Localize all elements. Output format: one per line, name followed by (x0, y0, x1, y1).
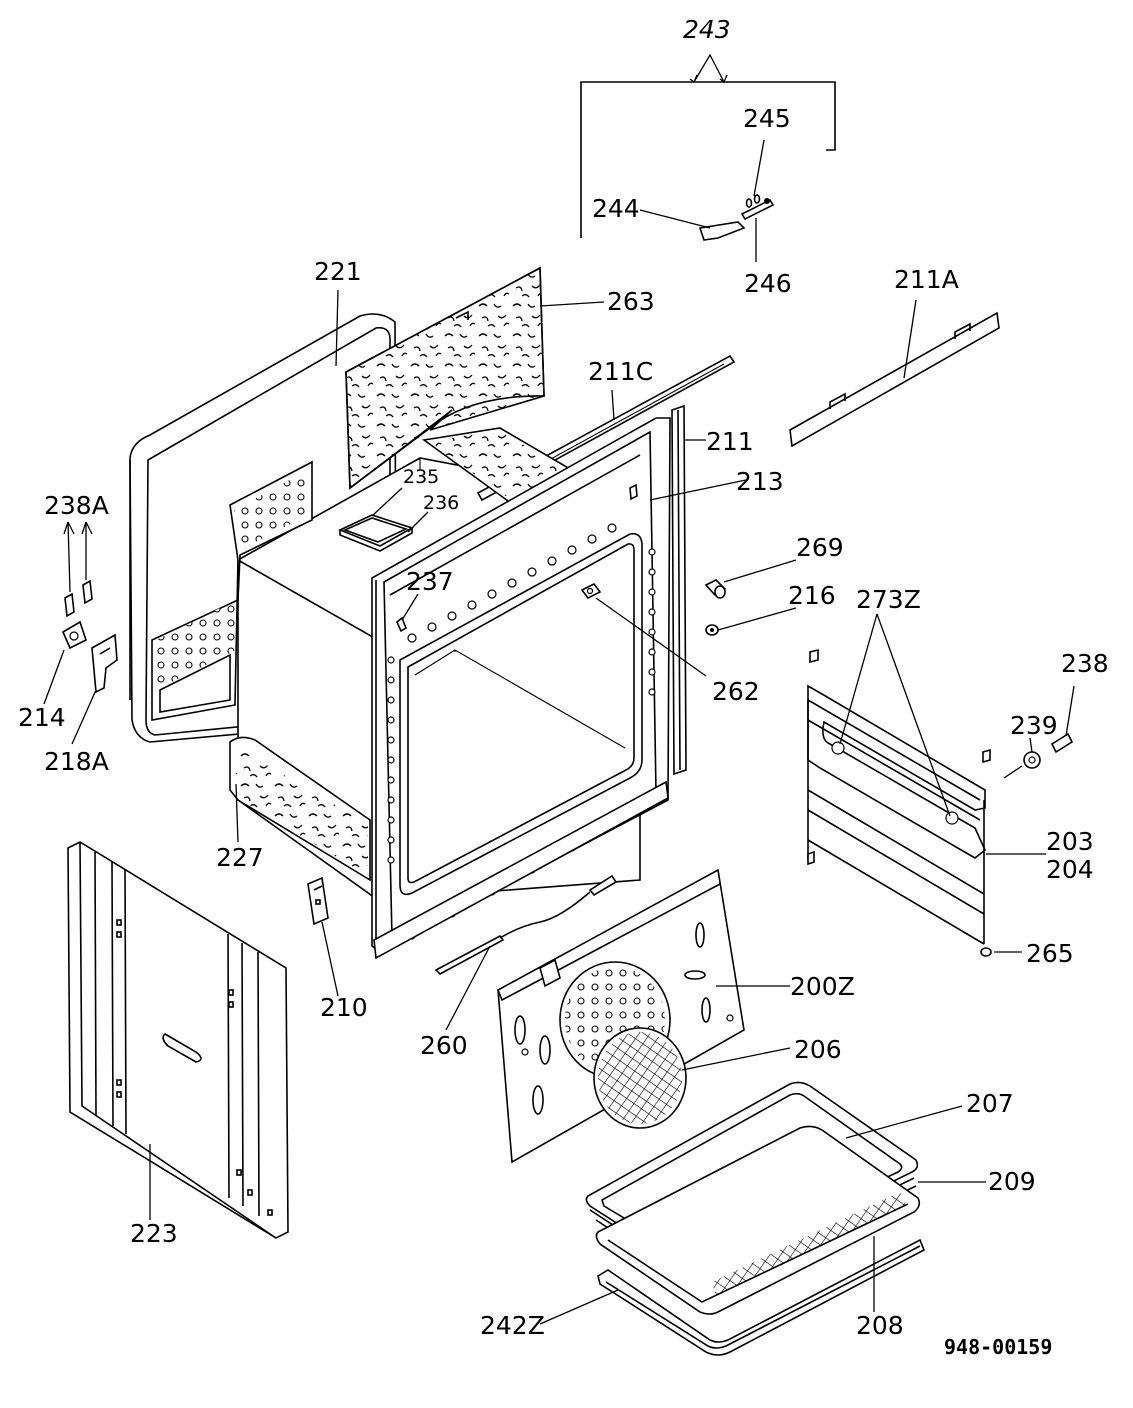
frame-clip (629, 483, 638, 501)
label-239: 239 (1010, 711, 1058, 740)
label-242Z: 242Z (480, 1311, 545, 1340)
label-211: 211 (706, 427, 754, 456)
frame-holes-right (648, 548, 656, 696)
part-216-fastener (705, 624, 719, 636)
label-203: 203 (1046, 827, 1094, 856)
label-273Z: 273Z (856, 585, 921, 614)
label-213: 213 (736, 467, 784, 496)
label-204: 204 (1046, 855, 1094, 884)
label-237: 237 (406, 567, 454, 596)
label-246: 246 (744, 269, 792, 298)
label-236: 236 (423, 492, 459, 514)
part-239-nut (1023, 751, 1041, 769)
part-211-side-strip (671, 404, 687, 776)
part-263-insulation (345, 266, 545, 490)
group-243-bracket (580, 53, 836, 238)
part-246-pin (740, 198, 775, 221)
oven-opening (399, 532, 643, 896)
label-243: 243 (683, 15, 731, 44)
label-238: 238 (1061, 649, 1109, 678)
part-214-hinge (61, 620, 87, 650)
part-labels: 243 245 244 246 221 263 211A 211C 211 21… (18, 15, 1109, 1359)
part-260-probe (434, 874, 618, 975)
part-238-screw (1050, 732, 1074, 754)
part-211A-trim (789, 311, 1000, 448)
rear-perforated-panel (151, 460, 313, 721)
label-238A: 238A (44, 491, 109, 520)
label-209: 209 (988, 1167, 1036, 1196)
label-262: 262 (712, 677, 760, 706)
label-211A: 211A (894, 265, 959, 294)
part-244-clip (698, 221, 746, 241)
part-238A-screws (64, 579, 93, 618)
part-210-bracket (307, 876, 329, 926)
label-210: 210 (320, 993, 368, 1022)
label-227: 227 (216, 843, 264, 872)
label-211C: 211C (588, 357, 653, 386)
label-223: 223 (130, 1219, 178, 1248)
part-203-204-racks (807, 648, 991, 945)
label-260: 260 (420, 1031, 468, 1060)
part-218A-hinge-plate (91, 633, 118, 694)
part-227-insulation (229, 736, 371, 882)
part-265-cap (980, 947, 992, 957)
part-269-lamp (704, 579, 727, 599)
label-269: 269 (796, 533, 844, 562)
part-223-side-panel (67, 841, 289, 1239)
part-245-pins (745, 194, 761, 208)
label-244: 244 (592, 194, 640, 223)
part-206-mesh-filter (593, 1027, 687, 1129)
leader-lines (43, 139, 1075, 1325)
label-263: 263 (607, 287, 655, 316)
label-216: 216 (788, 581, 836, 610)
label-208: 208 (856, 1311, 904, 1340)
part-242Z-bottom-tray (597, 1238, 926, 1356)
label-207: 207 (966, 1089, 1014, 1118)
label-235: 235 (403, 466, 439, 488)
document-number: 948-00159 (944, 1335, 1052, 1359)
label-218A: 218A (44, 747, 109, 776)
part-237-clip (396, 616, 407, 633)
label-245: 245 (743, 104, 791, 133)
frame-holes-top (407, 523, 617, 643)
label-214: 214 (18, 703, 66, 732)
frame-holes-left (387, 656, 395, 864)
label-265: 265 (1026, 939, 1074, 968)
part-262-bracket (580, 582, 602, 600)
label-200Z: 200Z (790, 972, 855, 1001)
label-206: 206 (794, 1035, 842, 1064)
frame-bottom-strip (373, 780, 669, 960)
part-208-rack (595, 1125, 921, 1315)
label-221: 221 (314, 257, 362, 286)
